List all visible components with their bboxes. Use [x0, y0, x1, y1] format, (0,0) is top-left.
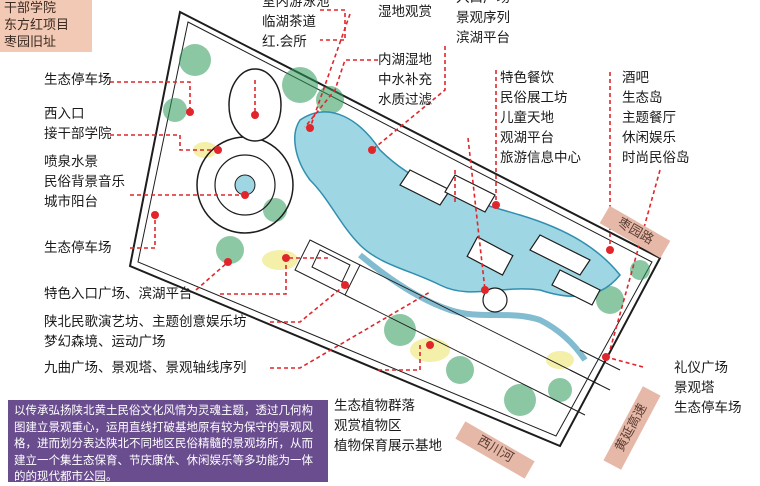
label-line: 入口广场 — [456, 0, 510, 8]
label-line: 旅游信息中心 — [500, 150, 581, 166]
label-eco-plants: 生态植物群落 观赏植物区 植物保育展示基地 — [334, 396, 442, 456]
label-wetland-view: 湿地观赏 — [378, 4, 432, 20]
label-line: 喷泉水景 — [44, 154, 98, 170]
nearby-site-3: 枣园旧址 — [4, 35, 57, 50]
label-line: 景观序列 — [456, 10, 510, 26]
callout-lines — [110, 9, 661, 371]
label-line: 内湖湿地 — [378, 52, 432, 68]
label-line: 水质过滤 — [378, 92, 432, 108]
nearby-sites-box: 干部学院 东方红项目 枣园旧址 — [0, 0, 92, 52]
label-bar-island: 酒吧 生态岛 主题餐厅 休闲娱乐 时尚民俗岛 — [622, 68, 690, 168]
label-ceremony-plaza: 礼仪广场 景观塔 生态停车场 — [674, 358, 742, 418]
label-jiuqu-plaza: 九曲广场、景观塔、景观轴线序列 — [44, 360, 247, 376]
label-line: 西入口 — [44, 106, 85, 122]
label-feature-entrance: 特色入口广场、滨湖平台 — [44, 286, 193, 302]
label-line: 景观塔 — [674, 380, 715, 396]
label-line: 酒吧 — [622, 70, 649, 86]
label-line: 观赏植物区 — [334, 418, 402, 434]
label-line: 城市阳台 — [44, 194, 98, 210]
label-line: 观湖平台 — [500, 130, 554, 146]
label-line: 特色餐饮 — [500, 70, 554, 86]
label-fountain: 喷泉水景 民俗背景音乐 城市阳台 — [44, 152, 125, 212]
label-line: 儿童天地 — [500, 110, 554, 126]
label-line: 休闲娱乐 — [622, 130, 676, 146]
label-feature-dining: 特色餐饮 民俗展工坊 儿童天地 观湖平台 旅游信息中心 — [500, 68, 581, 168]
label-line: 滨湖平台 — [456, 30, 510, 46]
label-entrance-plaza: 入口广场 景观序列 滨湖平台 — [456, 0, 510, 48]
label-line: 植物保育展示基地 — [334, 438, 442, 454]
label-eco-parking-south: 生态停车场 — [44, 240, 112, 256]
nearby-site-1: 干部学院 — [4, 1, 57, 16]
label-indoor-pool: 室内游泳池 临湖茶道 红.会所 — [262, 0, 330, 52]
label-line: 民俗背景音乐 — [44, 174, 125, 190]
label-line: 生态岛 — [622, 90, 663, 106]
label-eco-parking-west: 生态停车场 — [44, 72, 112, 88]
label-line: 时尚民俗岛 — [622, 150, 690, 166]
design-summary: 以传承弘扬陕北黄土民俗文化风情为灵魂主题，透过几何构图建立景观重心，运用直线打破… — [8, 400, 328, 483]
label-line: 陕北民歌演艺坊、主题创意娱乐坊 — [44, 314, 247, 330]
label-line: 红.会所 — [262, 34, 307, 50]
label-line: 梦幻森境、运动广场 — [44, 334, 166, 350]
label-folk-song-workshop: 陕北民歌演艺坊、主题创意娱乐坊 梦幻森境、运动广场 — [44, 312, 247, 352]
label-line: 民俗展工坊 — [500, 90, 568, 106]
label-line: 主题餐厅 — [622, 110, 676, 126]
nearby-site-2: 东方红项目 — [4, 18, 70, 33]
label-inner-lake: 内湖湿地 中水补充 水质过滤 — [378, 50, 432, 110]
label-line: 生态植物群落 — [334, 398, 415, 414]
label-line: 临湖茶道 — [262, 14, 316, 30]
label-west-entrance: 西入口 接干部学院 — [44, 104, 112, 144]
label-line: 生态停车场 — [674, 400, 742, 416]
label-line: 接干部学院 — [44, 126, 112, 142]
label-line: 室内游泳池 — [262, 0, 330, 10]
label-line: 中水补充 — [378, 72, 432, 88]
label-line: 礼仪广场 — [674, 360, 728, 376]
